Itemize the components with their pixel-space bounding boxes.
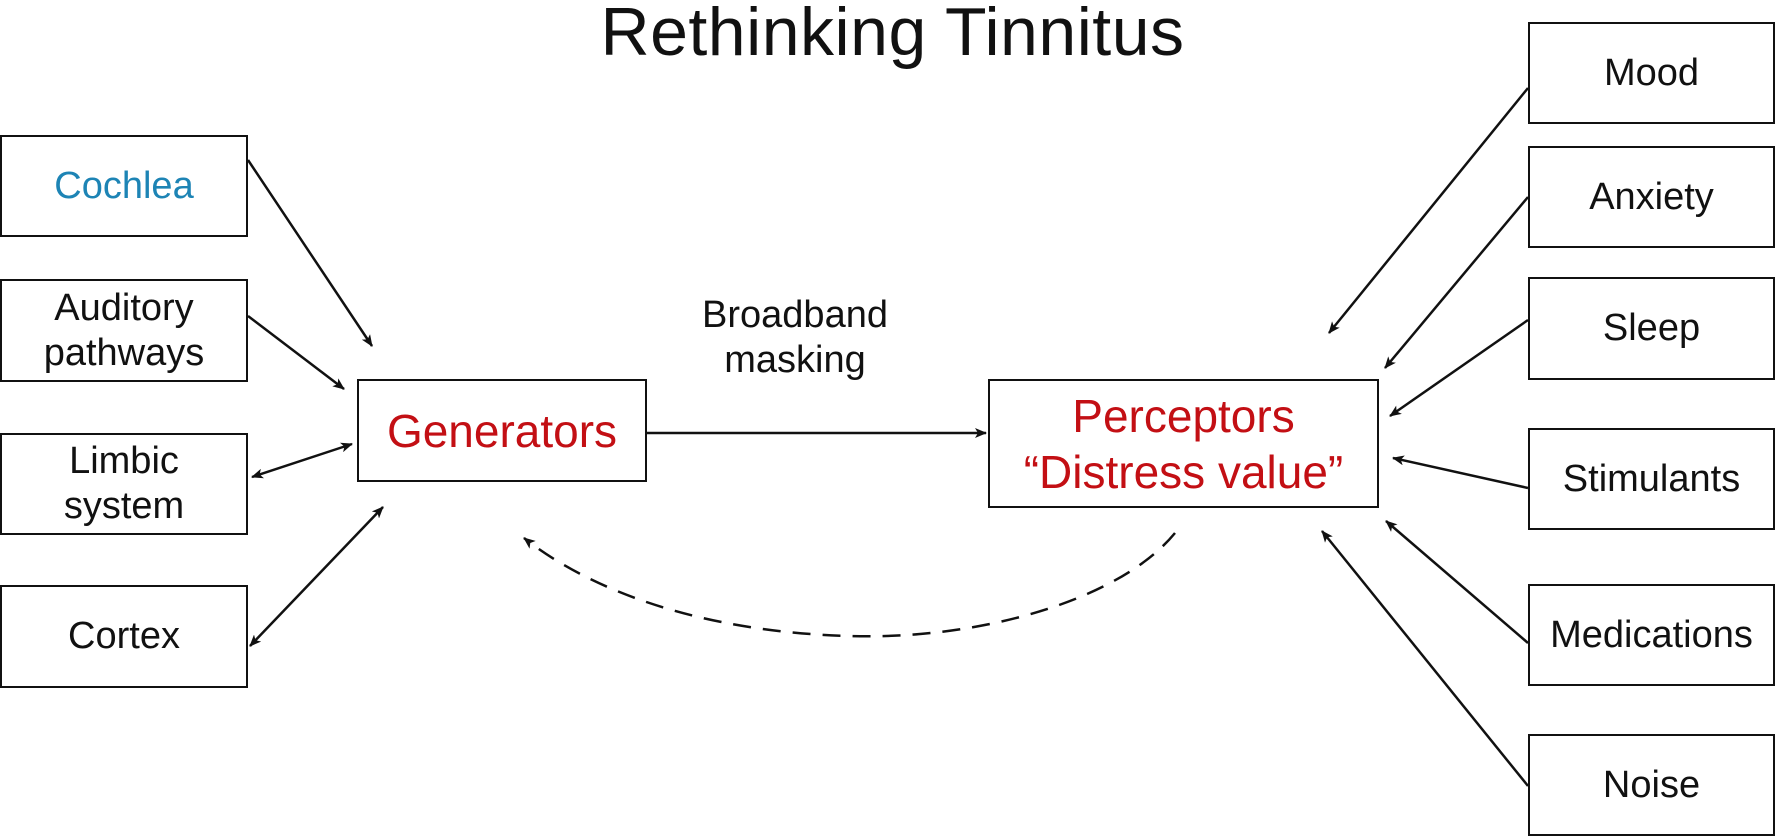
node-noise: Noise (1528, 734, 1775, 836)
node-generators: Generators (357, 379, 647, 482)
arrow-auditory-to-generators (247, 315, 345, 390)
node-generators-label: Generators (386, 404, 618, 457)
arrow-cochlea-to-generators (246, 159, 374, 347)
node-cortex: Cortex (0, 585, 248, 688)
arrow-mood-to-perceptors (1328, 87, 1529, 334)
diagram-title: Rethinking Tinnitus (600, 0, 1185, 70)
node-auditory-pathways-label: Auditory pathways (43, 286, 205, 374)
arrow-cortex-generators-bidirectional (249, 506, 384, 647)
arrow-medications-to-perceptors (1385, 520, 1529, 644)
node-mood: Mood (1528, 22, 1775, 124)
node-stimulants: Stimulants (1528, 428, 1775, 530)
node-medications-label: Medications (1550, 613, 1753, 656)
node-anxiety: Anxiety (1528, 146, 1775, 248)
arrow-limbic-generators-bidirectional (251, 442, 353, 479)
node-cortex-label: Cortex (68, 615, 180, 657)
node-anxiety-label: Anxiety (1589, 175, 1714, 218)
node-perceptors-distress-value: “Distress value” (1023, 445, 1344, 498)
node-mood-label: Mood (1603, 51, 1700, 94)
node-auditory-pathways: Auditory pathways (0, 279, 248, 382)
arrow-sleep-to-perceptors (1389, 318, 1529, 418)
node-stimulants-label: Stimulants (1562, 457, 1741, 500)
node-sleep: Sleep (1528, 277, 1775, 380)
arrow-stimulants-to-perceptors (1392, 455, 1529, 490)
node-limbic-system-label: Limbic system (63, 440, 185, 527)
node-perceptors: Perceptors “Distress value” (988, 379, 1379, 508)
node-perceptors-title: Perceptors (1072, 389, 1295, 442)
edge-label-broadband-masking: Broadband masking (702, 294, 888, 381)
node-limbic-system: Limbic system (0, 433, 248, 535)
arrow-noise-to-perceptors (1321, 530, 1529, 787)
arrow-anxiety-to-perceptors (1384, 196, 1529, 369)
feedback-dashed-arrow (523, 532, 1176, 638)
node-noise-label: Noise (1602, 763, 1701, 806)
node-sleep-label: Sleep (1602, 307, 1701, 349)
node-cochlea-label: Cochlea (54, 164, 194, 207)
node-medications: Medications (1528, 584, 1775, 686)
node-cochlea: Cochlea (0, 135, 248, 237)
